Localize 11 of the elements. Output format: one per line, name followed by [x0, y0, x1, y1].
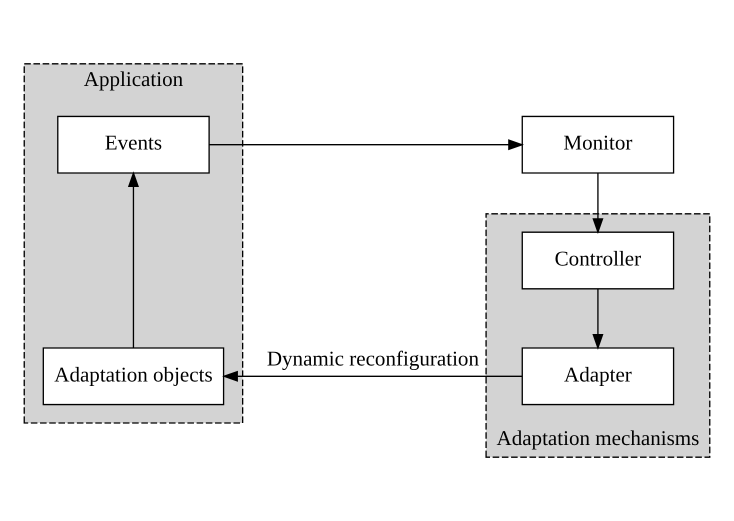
arrow — [592, 289, 604, 350]
arrow — [128, 171, 139, 348]
arrow — [209, 139, 524, 150]
node-box: Events — [57, 116, 210, 174]
node-box: Adaptation objects — [42, 347, 224, 406]
arrow — [222, 370, 522, 382]
node-box: Adapter — [522, 347, 674, 406]
node-box: Controller — [522, 232, 674, 290]
edge-label: Dynamic reconfiguration — [266, 346, 479, 370]
node-box: Monitor — [522, 116, 674, 174]
arrow — [592, 173, 604, 234]
